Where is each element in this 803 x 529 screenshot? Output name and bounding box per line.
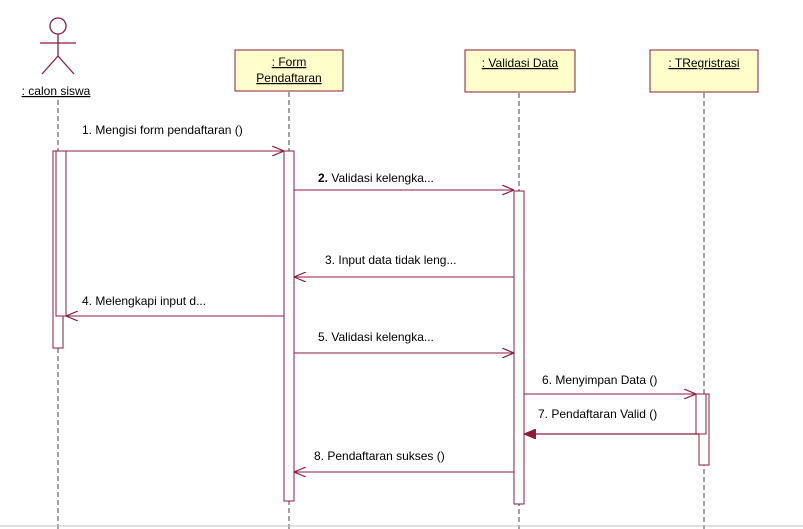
object-treg-line-1: : TRegristrasi [668, 56, 739, 70]
message-3: 3. Input data tidak leng... [294, 253, 514, 277]
message-3-label: 3. Input data tidak leng... [325, 253, 456, 267]
message-4-label: 4. Melengkapi input d... [82, 294, 206, 308]
object-form-pendaftaran: : Form Pendaftaran [234, 49, 344, 92]
activation-form [283, 150, 295, 502]
message-5: 5. Validasi kelengka... [294, 330, 514, 353]
activation-actor-inner [55, 150, 67, 317]
message-4: 4. Melengkapi input d... [66, 294, 284, 316]
object-form-line-1: : Form [272, 55, 307, 69]
message-5-label: 5. Validasi kelengka... [318, 330, 434, 344]
message-8-label: 8. Pendaftaran sukses () [314, 449, 445, 463]
message-8: 8. Pendaftaran sukses () [294, 449, 514, 472]
message-7-label: 7. Pendaftaran Valid () [538, 407, 657, 421]
object-tregristrasi: : TRegristrasi [649, 49, 759, 93]
message-7: 7. Pendaftaran Valid () [524, 407, 699, 434]
message-6: 6. Menyimpan Data () [524, 373, 696, 394]
message-2-label: 2. Validasi kelengka... [318, 171, 434, 185]
activation-treg-inner [695, 393, 707, 435]
object-validasi-line-1: : Validasi Data [482, 56, 559, 70]
message-6-label: 6. Menyimpan Data () [542, 373, 657, 387]
object-form-line-2: Pendaftaran [256, 71, 321, 85]
object-validasi-data: : Validasi Data [464, 49, 576, 93]
message-1: 1. Mengisi form pendaftaran () [63, 123, 284, 151]
message-1-label: 1. Mengisi form pendaftaran () [82, 123, 243, 137]
actor-label: : calon siswa [22, 84, 91, 98]
actor-stick-figure-icon [40, 17, 76, 75]
message-2: 2. Validasi kelengka... [294, 171, 514, 190]
activation-validasi [513, 190, 525, 505]
